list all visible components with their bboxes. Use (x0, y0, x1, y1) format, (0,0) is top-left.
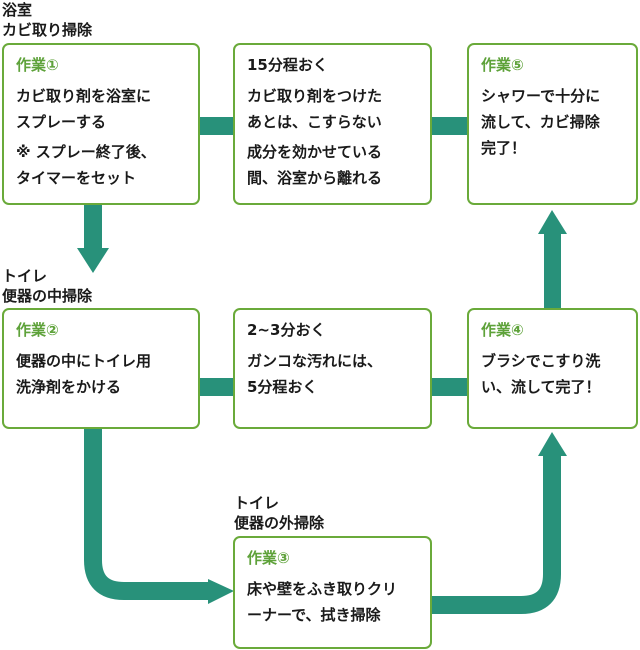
step-box-5: 作業⑤ シャワーで十分に流して、カビ掃除完了！ (467, 43, 638, 205)
box-text-line: 完了！ (481, 139, 527, 157)
box-text-line: タイマーをセット (16, 169, 137, 187)
step-box-1: 作業① カビ取り剤を浴室にスプレーする ※ スプレー終了後、タイマーをセット (2, 43, 200, 205)
connector-step1-wait1 (198, 117, 235, 135)
arrow-up-step4-to-step5 (538, 210, 567, 309)
box-text-line: ガンコな汚れには、 (247, 352, 383, 370)
box-text-line: 成分を効かせている (247, 143, 383, 161)
box-text-line: スプレーする (16, 113, 107, 131)
box-title: 15分程おく (247, 56, 328, 74)
box-text-line: 便器の中にトイレ用 (16, 352, 152, 370)
box-text-line: カビ取り剤を浴室に (16, 87, 152, 105)
section-label-bath: 浴室 カビ取り掃除 (2, 1, 93, 39)
connector-wait2-step4 (430, 378, 469, 396)
box-title: 2~3分おく (247, 321, 326, 339)
arrow-head-up (538, 432, 567, 456)
box-text-line: 流して、カビ掃除 (481, 113, 600, 131)
box-text-line: ーナーで、拭き掃除 (247, 606, 381, 624)
connector-wait1-step5 (430, 117, 469, 135)
step-box-2: 作業② 便器の中にトイレ用洗浄剤をかける (2, 308, 200, 429)
box-title: 作業③ (247, 549, 290, 567)
section-label-toilet-inner: トイレ 便器の中掃除 (2, 267, 93, 305)
box-title: 作業① (16, 56, 59, 74)
arrow-step3-to-step4 (432, 454, 561, 614)
box-text-line: ブラシでこすり洗 (481, 352, 601, 370)
box-text-line: カビ取り剤をつけた (247, 87, 383, 105)
box-text-line: 床や壁をふき取りクリ (247, 580, 398, 598)
box-text-line: あとは、こすらない (247, 113, 382, 131)
box-text-line: シャワーで十分に (481, 87, 601, 105)
box-text-line: ※ スプレー終了後、 (16, 143, 156, 161)
box-text-line: 間、浴室から離れる (247, 169, 383, 187)
box-text-line: い、流して完了！ (481, 378, 601, 396)
step-box-4: 作業④ ブラシでこすり洗い、流して完了！ (467, 308, 638, 429)
box-title: 作業⑤ (481, 56, 524, 74)
box-title: 作業④ (481, 321, 524, 339)
step-box-3: 作業③ 床や壁をふき取りクリーナーで、拭き掃除 (233, 536, 432, 649)
box-text-line: 5分程おく (247, 378, 318, 396)
wait-box-2-3min: 2~3分おくガンコな汚れには、 5分程おく (233, 308, 432, 429)
arrow-down-step1-to-step2 (77, 204, 109, 273)
connector-step2-wait2 (198, 378, 235, 396)
section-label-toilet-outer: トイレ 便器の外掃除 (234, 494, 325, 532)
arrow-head-right (208, 579, 234, 604)
wait-box-15min: 15分程おくカビ取り剤をつけたあとは、こすらない成分を効かせている間、浴室から離… (233, 43, 432, 205)
box-text-line: 洗浄剤をかける (16, 378, 122, 396)
box-title: 作業② (16, 321, 59, 339)
arrow-step2-to-step3 (84, 428, 210, 600)
